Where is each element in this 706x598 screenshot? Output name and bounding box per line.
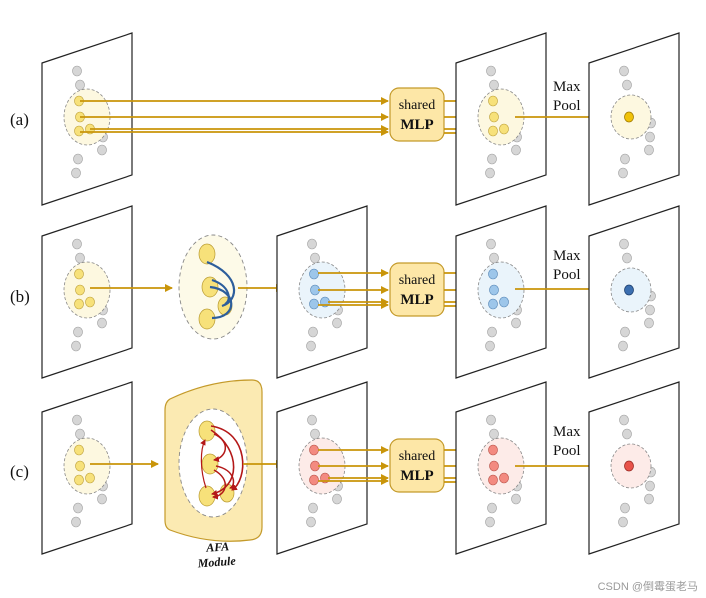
shared-mlp-b: shared MLP bbox=[389, 262, 445, 317]
max-pool-label-c: Max bbox=[553, 424, 581, 440]
shared-mlp-c: shared MLP bbox=[389, 438, 445, 493]
svg-text:shared: shared bbox=[399, 98, 436, 113]
max-pool-label-a: Max bbox=[553, 79, 581, 95]
shared-mlp-a: shared MLP bbox=[389, 87, 445, 142]
csdn-watermark: CSDN @倒霉蛋老马 bbox=[598, 580, 698, 593]
row-b: (b) bbox=[10, 205, 680, 379]
afa-label-line2: Module bbox=[196, 554, 237, 571]
max-pool-label-b: Max bbox=[553, 248, 581, 264]
input-panel-c bbox=[41, 381, 133, 555]
svg-text:MLP: MLP bbox=[400, 292, 433, 308]
svg-text:shared: shared bbox=[399, 273, 436, 288]
pooled-panel-c bbox=[588, 381, 680, 555]
pooled-panel-a bbox=[588, 32, 680, 206]
row-label-b: (b) bbox=[10, 287, 30, 306]
zoomed-neighborhood-b bbox=[178, 234, 248, 340]
svg-text:shared: shared bbox=[399, 449, 436, 464]
svg-text:Pool: Pool bbox=[553, 267, 581, 283]
input-panel-b bbox=[41, 205, 133, 379]
svg-text:MLP: MLP bbox=[400, 117, 433, 133]
input-panel-c2 bbox=[276, 381, 368, 555]
svg-text:Pool: Pool bbox=[553, 443, 581, 459]
feature-panel-c bbox=[455, 381, 547, 555]
row-label-a: (a) bbox=[10, 110, 29, 129]
feature-panel-b bbox=[455, 205, 547, 379]
input-panel-a bbox=[41, 32, 133, 206]
afa-label-line1: AFA bbox=[205, 539, 230, 555]
feature-panel-a bbox=[455, 32, 547, 206]
input-panel-b2 bbox=[276, 205, 368, 379]
svg-text:Pool: Pool bbox=[553, 98, 581, 114]
row-a: (a) shared MLP bbox=[10, 32, 680, 206]
pooled-panel-b bbox=[588, 205, 680, 379]
afa-module: AFA Module bbox=[164, 379, 263, 571]
row-c: (c) AFA Module bbox=[10, 379, 680, 571]
row-label-c: (c) bbox=[10, 462, 29, 481]
svg-text:MLP: MLP bbox=[400, 468, 433, 484]
